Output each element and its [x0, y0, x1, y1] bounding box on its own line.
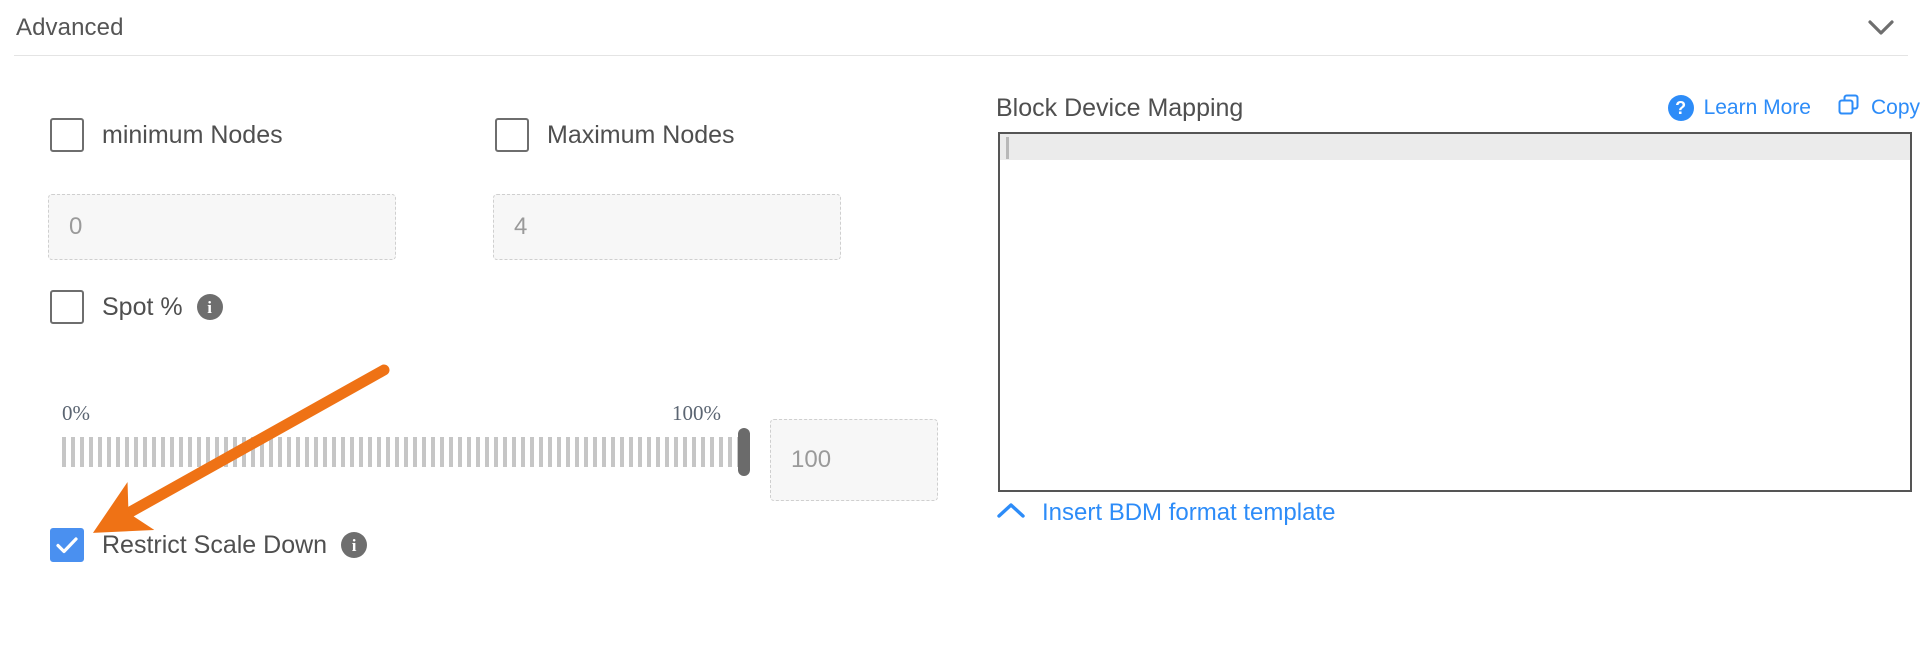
bdm-header: Block Device Mapping ? Learn More Copy: [996, 93, 1920, 123]
maximum-nodes-row: Maximum Nodes: [495, 118, 735, 152]
insert-bdm-template-label: Insert BDM format template: [1042, 499, 1336, 526]
advanced-left-column: minimum Nodes 0 Maximum Nodes 4 Spot % i…: [0, 56, 990, 656]
spot-percent-value-placeholder: 100: [791, 446, 832, 473]
spot-percent-label: Spot %: [102, 292, 183, 321]
bdm-header-actions: ? Learn More Copy: [1667, 93, 1920, 123]
maximum-nodes-input-placeholder: 4: [514, 213, 528, 240]
spot-percent-slider[interactable]: 0% 100%: [62, 401, 822, 511]
minimum-nodes-checkbox[interactable]: [50, 118, 84, 152]
maximum-nodes-checkbox[interactable]: [495, 118, 529, 152]
advanced-section-header[interactable]: Advanced: [0, 0, 1920, 56]
restrict-scale-down-row: Restrict Scale Down i: [50, 528, 368, 562]
spot-percent-checkbox[interactable]: [50, 290, 84, 324]
minimum-nodes-row: minimum Nodes: [50, 118, 283, 152]
copy-icon: [1837, 93, 1861, 123]
block-device-mapping-panel: Block Device Mapping ? Learn More Copy: [996, 56, 1920, 656]
slider-track[interactable]: [62, 437, 746, 467]
restrict-scale-down-label: Restrict Scale Down: [102, 530, 328, 559]
maximum-nodes-label: Maximum Nodes: [547, 120, 735, 149]
header-divider: [14, 55, 1908, 56]
slider-max-label: 100%: [672, 401, 721, 425]
restrict-scale-down-info-icon[interactable]: i: [341, 532, 368, 558]
editor-caret: [1006, 137, 1009, 159]
maximum-nodes-input[interactable]: 4: [493, 194, 841, 260]
spot-percent-value-input[interactable]: 100: [770, 419, 938, 501]
question-circle-icon: ?: [1667, 95, 1694, 121]
minimum-nodes-input-placeholder: 0: [69, 213, 83, 240]
chevron-down-icon[interactable]: [1864, 11, 1898, 45]
bdm-title: Block Device Mapping: [996, 93, 1244, 122]
insert-bdm-template-link[interactable]: Insert BDM format template: [996, 499, 1335, 527]
spot-percent-row: Spot % i: [50, 290, 223, 324]
chevron-up-icon: [996, 502, 1026, 525]
copy-button[interactable]: Copy: [1837, 93, 1920, 123]
learn-more-label: Learn More: [1703, 96, 1811, 119]
learn-more-link[interactable]: ? Learn More: [1667, 95, 1811, 121]
slider-min-label: 0%: [62, 401, 90, 425]
minimum-nodes-input[interactable]: 0: [48, 194, 396, 260]
page-title: Advanced: [16, 14, 124, 41]
bdm-textarea[interactable]: [998, 132, 1912, 492]
spot-percent-info-icon[interactable]: i: [196, 294, 223, 320]
restrict-scale-down-checkbox[interactable]: [50, 528, 84, 562]
minimum-nodes-label: minimum Nodes: [102, 120, 283, 149]
slider-thumb[interactable]: [738, 428, 750, 476]
editor-active-line: [1000, 134, 1910, 160]
copy-label: Copy: [1870, 96, 1920, 119]
